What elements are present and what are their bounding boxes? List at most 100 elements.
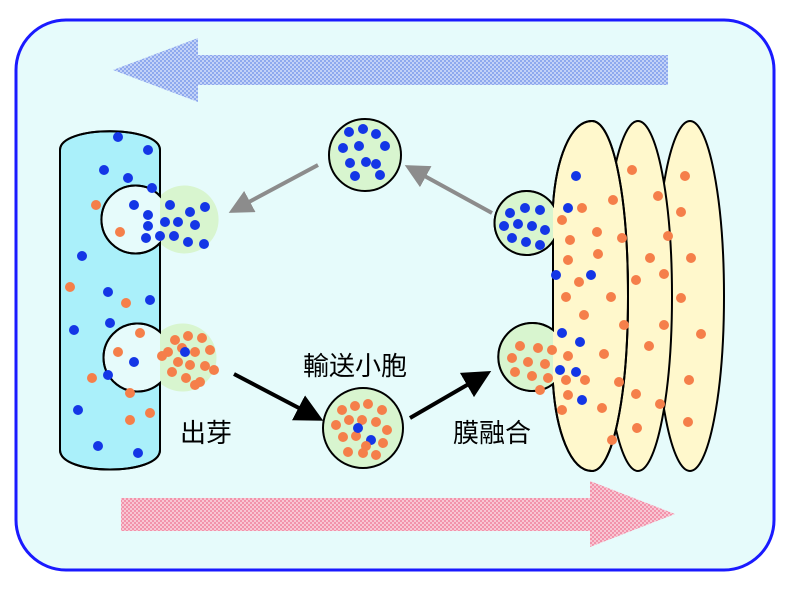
orange-cargo-dot bbox=[653, 191, 663, 201]
cargo-molecules bbox=[65, 124, 706, 460]
orange-cargo-dot bbox=[157, 351, 167, 361]
bottom-flow-arrow bbox=[121, 481, 675, 547]
orange-cargo-dot bbox=[331, 420, 341, 430]
orange-cargo-dot bbox=[378, 438, 388, 448]
blue-cargo-dot bbox=[133, 448, 143, 458]
blue-cargo-dot bbox=[173, 217, 183, 227]
orange-cargo-dot bbox=[371, 417, 381, 427]
orange-cargo-dot bbox=[115, 227, 125, 237]
blue-cargo-dot bbox=[361, 157, 371, 167]
blue-cargo-dot bbox=[520, 203, 530, 213]
blue-cargo-dot bbox=[345, 158, 355, 168]
orange-cargo-dot bbox=[65, 282, 75, 292]
orange-cargo-dot bbox=[655, 399, 665, 409]
blue-cargo-dot bbox=[338, 143, 348, 153]
blue-cargo-dot bbox=[380, 141, 390, 151]
blue-cargo-dot bbox=[586, 270, 596, 280]
orange-cargo-dot bbox=[135, 328, 145, 338]
orange-cargo-dot bbox=[91, 200, 101, 210]
blue-cargo-dot bbox=[344, 127, 354, 137]
orange-cargo-dot bbox=[337, 405, 347, 415]
orange-cargo-dot bbox=[644, 341, 654, 351]
orange-cargo-dot bbox=[190, 347, 200, 357]
orange-cargo-dot bbox=[363, 399, 373, 409]
blue-cargo-dot bbox=[190, 220, 200, 230]
orange-cargo-dot bbox=[561, 292, 571, 302]
blue-cargo-dot bbox=[165, 200, 175, 210]
blue-cargo-dot bbox=[353, 423, 363, 433]
budding-label: 出芽 bbox=[180, 419, 232, 449]
black-arrow-fusion bbox=[408, 370, 492, 420]
blue-cargo-dot bbox=[99, 165, 109, 175]
orange-cargo-dot bbox=[680, 171, 690, 181]
orange-cargo-dot bbox=[659, 269, 669, 279]
blue-cargo-dot bbox=[557, 328, 567, 338]
orange-cargo-dot bbox=[200, 361, 210, 371]
blue-cargo-dot bbox=[103, 370, 113, 380]
blue-cargo-dot bbox=[143, 145, 153, 155]
blue-cargo-dot bbox=[535, 205, 545, 215]
blue-cargo-dot bbox=[371, 159, 381, 169]
orange-cargo-dot bbox=[676, 293, 686, 303]
blue-cargo-dot bbox=[200, 202, 210, 212]
orange-cargo-dot bbox=[338, 432, 348, 442]
orange-cargo-dot bbox=[592, 227, 602, 237]
orange-cargo-dot bbox=[631, 275, 641, 285]
blue-cargo-dot bbox=[93, 441, 103, 451]
blue-cargo-dot bbox=[527, 221, 537, 231]
orange-cargo-dot bbox=[563, 390, 573, 400]
orange-cargo-dot bbox=[607, 435, 617, 445]
orange-cargo-dot bbox=[181, 373, 191, 383]
blue-cargo-dot bbox=[169, 231, 179, 241]
blue-cargo-dot bbox=[577, 395, 587, 405]
orange-cargo-dot bbox=[561, 375, 571, 385]
orange-cargo-dot bbox=[579, 310, 589, 320]
orange-cargo-dot bbox=[113, 347, 123, 357]
blue-cargo-dot bbox=[499, 221, 509, 231]
orange-cargo-dot bbox=[167, 367, 177, 377]
blue-cargo-dot bbox=[155, 231, 165, 241]
blue-cargo-dot bbox=[143, 210, 153, 220]
black-arrow-budding bbox=[233, 372, 324, 421]
blue-cargo-dot bbox=[123, 173, 133, 183]
blue-cargo-dot bbox=[507, 233, 517, 243]
orange-cargo-dot bbox=[683, 417, 693, 427]
orange-cargo-dot bbox=[185, 360, 195, 370]
orange-cargo-dot bbox=[209, 365, 219, 375]
orange-cargo-dot bbox=[593, 249, 603, 259]
orange-cargo-dot bbox=[343, 447, 353, 457]
orange-cargo-dot bbox=[563, 351, 573, 361]
blue-cargo-dot bbox=[129, 200, 139, 210]
transport-vesicle-label: 輸送小胞 bbox=[303, 352, 407, 382]
orange-cargo-dot bbox=[87, 373, 97, 383]
orange-cargo-dot bbox=[533, 343, 543, 353]
blue-cargo-dot bbox=[505, 208, 515, 218]
orange-cargo-dot bbox=[565, 235, 575, 245]
blue-cargo-dot bbox=[551, 270, 561, 280]
orange-cargo-dot bbox=[645, 253, 655, 263]
blue-cargo-dot bbox=[571, 171, 581, 181]
orange-cargo-dot bbox=[663, 231, 673, 241]
blue-cargo-dot bbox=[571, 367, 581, 377]
orange-cargo-dot bbox=[197, 333, 207, 343]
blue-cargo-dot bbox=[77, 251, 87, 261]
orange-cargo-dot bbox=[608, 195, 618, 205]
orange-cargo-dot bbox=[676, 207, 686, 217]
blue-cargo-dot bbox=[160, 217, 170, 227]
orange-cargo-dot bbox=[351, 431, 361, 441]
blue-cargo-dot bbox=[105, 318, 115, 328]
orange-cargo-dot bbox=[540, 359, 550, 369]
membrane-fusion-label: 膜融合 bbox=[453, 419, 531, 449]
blue-cargo-dot bbox=[145, 295, 155, 305]
left-compartment-outline bbox=[59, 130, 161, 471]
orange-cargo-dot bbox=[125, 388, 135, 398]
orange-cargo-dot bbox=[617, 233, 627, 243]
orange-cargo-dot bbox=[606, 292, 616, 302]
blue-cargo-dot bbox=[555, 365, 565, 375]
blue-cargo-dot bbox=[69, 325, 79, 335]
left-compartment-body bbox=[59, 130, 161, 471]
orange-cargo-dot bbox=[632, 423, 642, 433]
orange-cargo-dot bbox=[173, 357, 183, 367]
golgi-cisterna-1-outline bbox=[493, 119, 630, 473]
blue-cargo-dot bbox=[575, 337, 585, 347]
